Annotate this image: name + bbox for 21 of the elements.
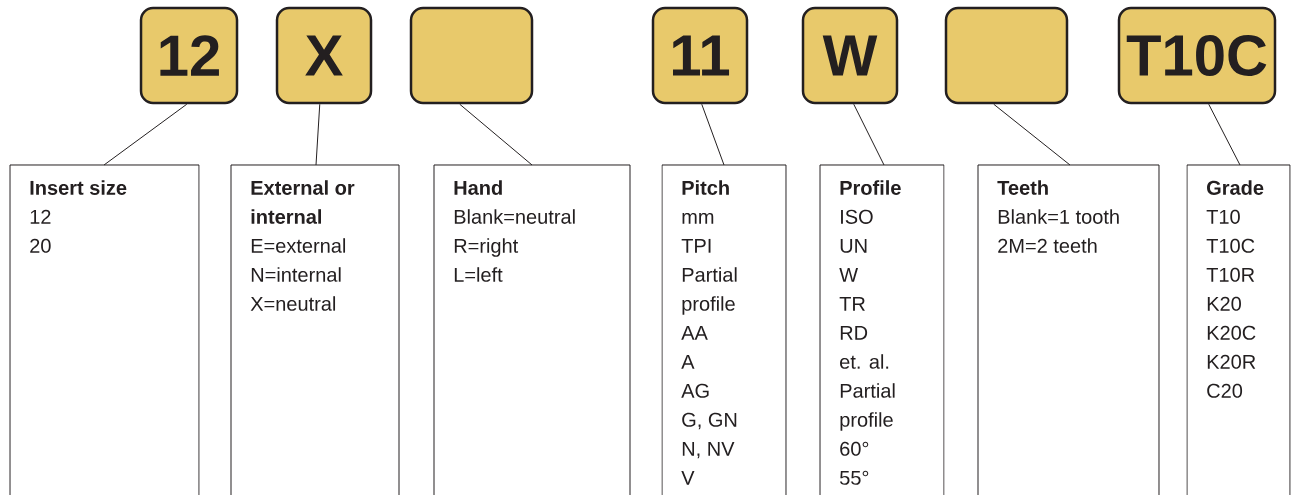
connector-line [701,103,725,166]
empty-code-box [944,6,1069,105]
connector-line [459,103,533,166]
empty-code-box [409,6,534,105]
description-box: Profile ISO UN W TR RD et. al. Partial profile 60° 55° [819,164,945,495]
connector-line [993,103,1071,166]
code-box: W [801,6,899,105]
description-box: Pitch mm TPI Partial profile AA A AG G, GN N, NV V [661,164,787,495]
connector-line [315,103,321,166]
description-box: Hand Blank=neutral R=right L=left [433,164,631,495]
description-box: Teeth Blank=1 tooth 2M=2 teeth [977,164,1160,495]
code-box: 12 [139,6,239,105]
code-box: X [275,6,373,105]
description-box: External or internal E=external N=internal X=neutral [230,164,400,495]
description-box: Grade T10 T10C T10R K20 K20C K20R C20 [1186,164,1291,495]
connector-line [1208,103,1241,166]
connector-line [853,103,885,166]
connector-line [103,103,188,166]
description-box: Insert size 12 20 [9,164,200,495]
code-box: 11 [651,6,749,105]
code-box: T10C [1117,6,1277,105]
